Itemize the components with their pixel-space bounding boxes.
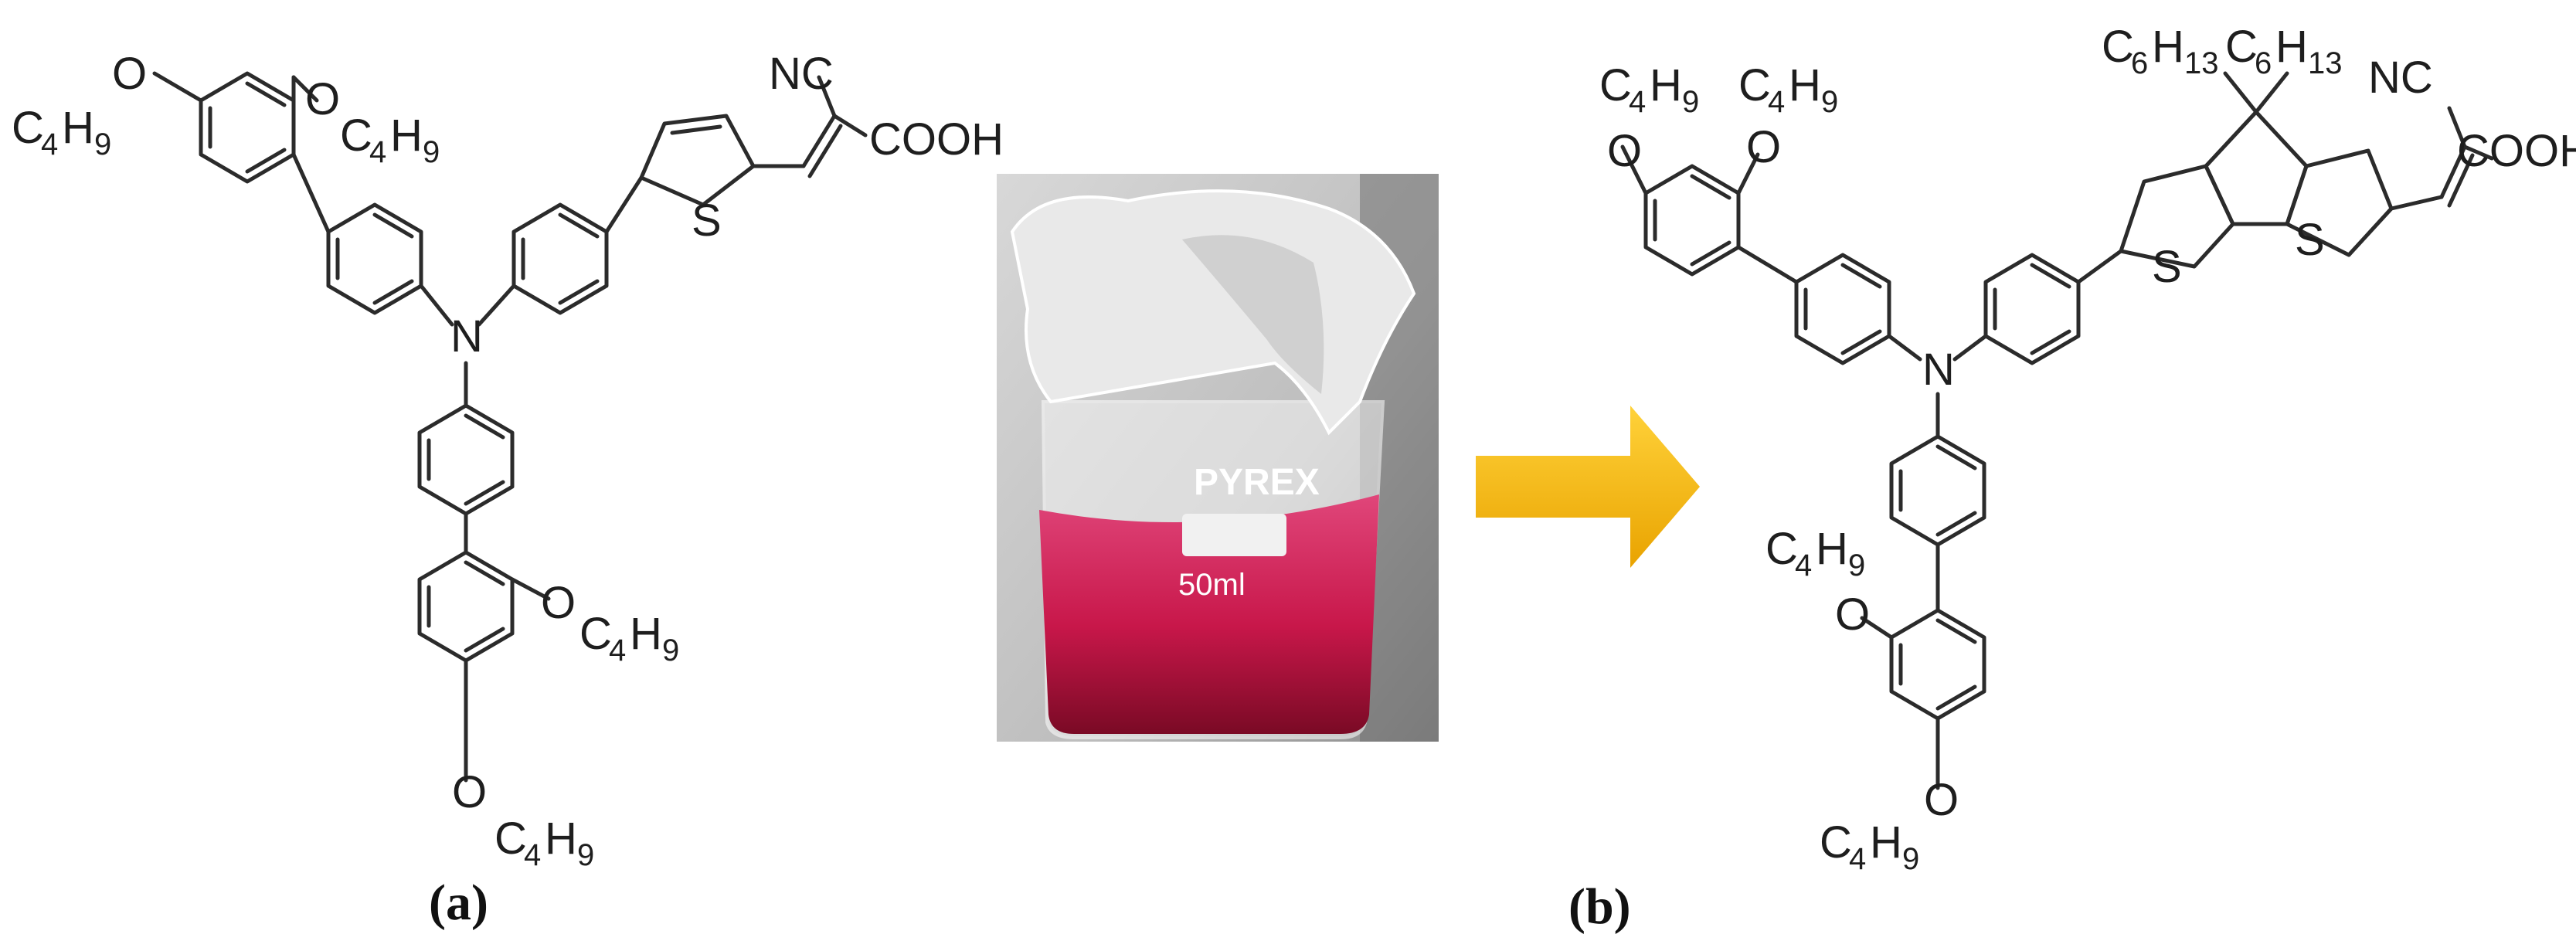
- hexyl-label-hydrogen: H: [2152, 22, 2184, 72]
- butyl-label-hydrogen: H: [62, 103, 94, 153]
- panel-label-b: (b): [1568, 878, 1631, 935]
- reaction-arrow: [1476, 406, 1700, 568]
- molecule-a: N S NC COOH O C 4 H 9 O C 4 H 9 O C 4 H …: [12, 49, 1004, 931]
- butyl-label-carbon: C: [1820, 817, 1852, 868]
- oxygen-atom-label: O: [305, 74, 340, 124]
- benzene-ring: [511, 202, 609, 315]
- subscript: 9: [662, 633, 679, 667]
- hexyl-label-carbon: C: [2225, 22, 2258, 72]
- butyl-label-hydrogen: H: [630, 609, 662, 659]
- butyl-label-hydrogen: H: [1816, 524, 1848, 574]
- subscript: 13: [2308, 46, 2343, 80]
- nitrogen-atom-label: N: [1922, 345, 1955, 395]
- carboxyl-label: COOH: [869, 114, 1004, 165]
- subscript: 4: [609, 633, 626, 667]
- subscript: 4: [1795, 549, 1812, 582]
- oxygen-atom-label: O: [1924, 775, 1959, 825]
- subscript: 13: [2184, 46, 2219, 80]
- butyl-label-carbon: C: [579, 609, 612, 659]
- subscript: 9: [1848, 549, 1865, 582]
- subscript: 9: [1902, 842, 1919, 876]
- butyl-label-hydrogen: H: [1789, 60, 1821, 110]
- butyl-label-carbon: C: [1738, 60, 1771, 110]
- beaker-photo: PYREX 50ml: [997, 174, 1439, 742]
- nitrile-label: NC: [2368, 53, 2433, 103]
- subscript: 4: [41, 127, 58, 161]
- benzene-ring: [417, 403, 515, 516]
- subscript: 4: [1849, 842, 1866, 876]
- butyl-label-hydrogen: H: [1870, 817, 1902, 868]
- panel-label-a: (a): [429, 875, 488, 931]
- butyl-label-carbon: C: [1599, 60, 1632, 110]
- subscript: 6: [2255, 46, 2272, 80]
- oxygen-atom-label: O: [541, 578, 576, 628]
- oxygen-atom-label: O: [452, 767, 487, 817]
- benzene-ring: [417, 550, 515, 663]
- butyl-label-carbon: C: [494, 813, 527, 864]
- beaker-label-patch: [1182, 514, 1286, 556]
- volume-marking: 50ml: [1178, 568, 1246, 602]
- sulfur-atom-label: S: [2152, 242, 2182, 292]
- butyl-label-hydrogen: H: [1650, 60, 1682, 110]
- benzene-ring: [1889, 434, 1986, 547]
- thiophene-ring: [2285, 148, 2394, 257]
- molecule-b: N S S NC COOH C 6 H 13 C 6 H 13 O C 4 H …: [1568, 22, 2576, 935]
- nitrogen-atom-label: N: [450, 311, 483, 362]
- subscript: 4: [524, 838, 541, 872]
- benzene-ring: [199, 71, 296, 184]
- oxygen-atom-label: O: [112, 49, 147, 99]
- butyl-label-carbon: C: [340, 110, 372, 161]
- parafilm-fold: [1182, 235, 1324, 394]
- hexyl-label-carbon: C: [2102, 22, 2134, 72]
- subscript: 6: [2131, 46, 2148, 80]
- thiophene-ring: [639, 114, 756, 207]
- benzene-ring: [1643, 164, 1741, 277]
- subscript: 9: [577, 838, 594, 872]
- subscript: 9: [1821, 85, 1838, 119]
- benzene-ring: [326, 202, 423, 315]
- oxygen-atom-label: O: [1746, 122, 1781, 172]
- subscript: 4: [1629, 85, 1646, 119]
- sulfur-atom-label: S: [692, 195, 722, 246]
- butyl-label-hydrogen: H: [545, 813, 577, 864]
- benzene-ring: [1794, 253, 1891, 365]
- subscript: 4: [1768, 85, 1785, 119]
- oxygen-atom-label: O: [1835, 589, 1870, 640]
- subscript: 9: [1682, 85, 1699, 119]
- butyl-label-carbon: C: [1765, 524, 1798, 574]
- butyl-label-carbon: C: [12, 103, 44, 153]
- subscript: 4: [369, 135, 386, 169]
- benzene-ring: [1889, 608, 1986, 721]
- nitrile-label: NC: [769, 49, 834, 99]
- pyrex-brand: PYREX: [1194, 462, 1320, 503]
- subscript: 9: [94, 127, 111, 161]
- pink-solution: [1039, 494, 1379, 734]
- subscript: 9: [423, 135, 440, 169]
- sulfur-atom-label: S: [2295, 215, 2325, 265]
- butyl-label-hydrogen: H: [390, 110, 423, 161]
- oxygen-atom-label: O: [1607, 126, 1642, 176]
- carboxyl-label: COOH: [2457, 126, 2576, 176]
- hexyl-label-hydrogen: H: [2275, 22, 2308, 72]
- benzene-ring: [1983, 253, 2081, 365]
